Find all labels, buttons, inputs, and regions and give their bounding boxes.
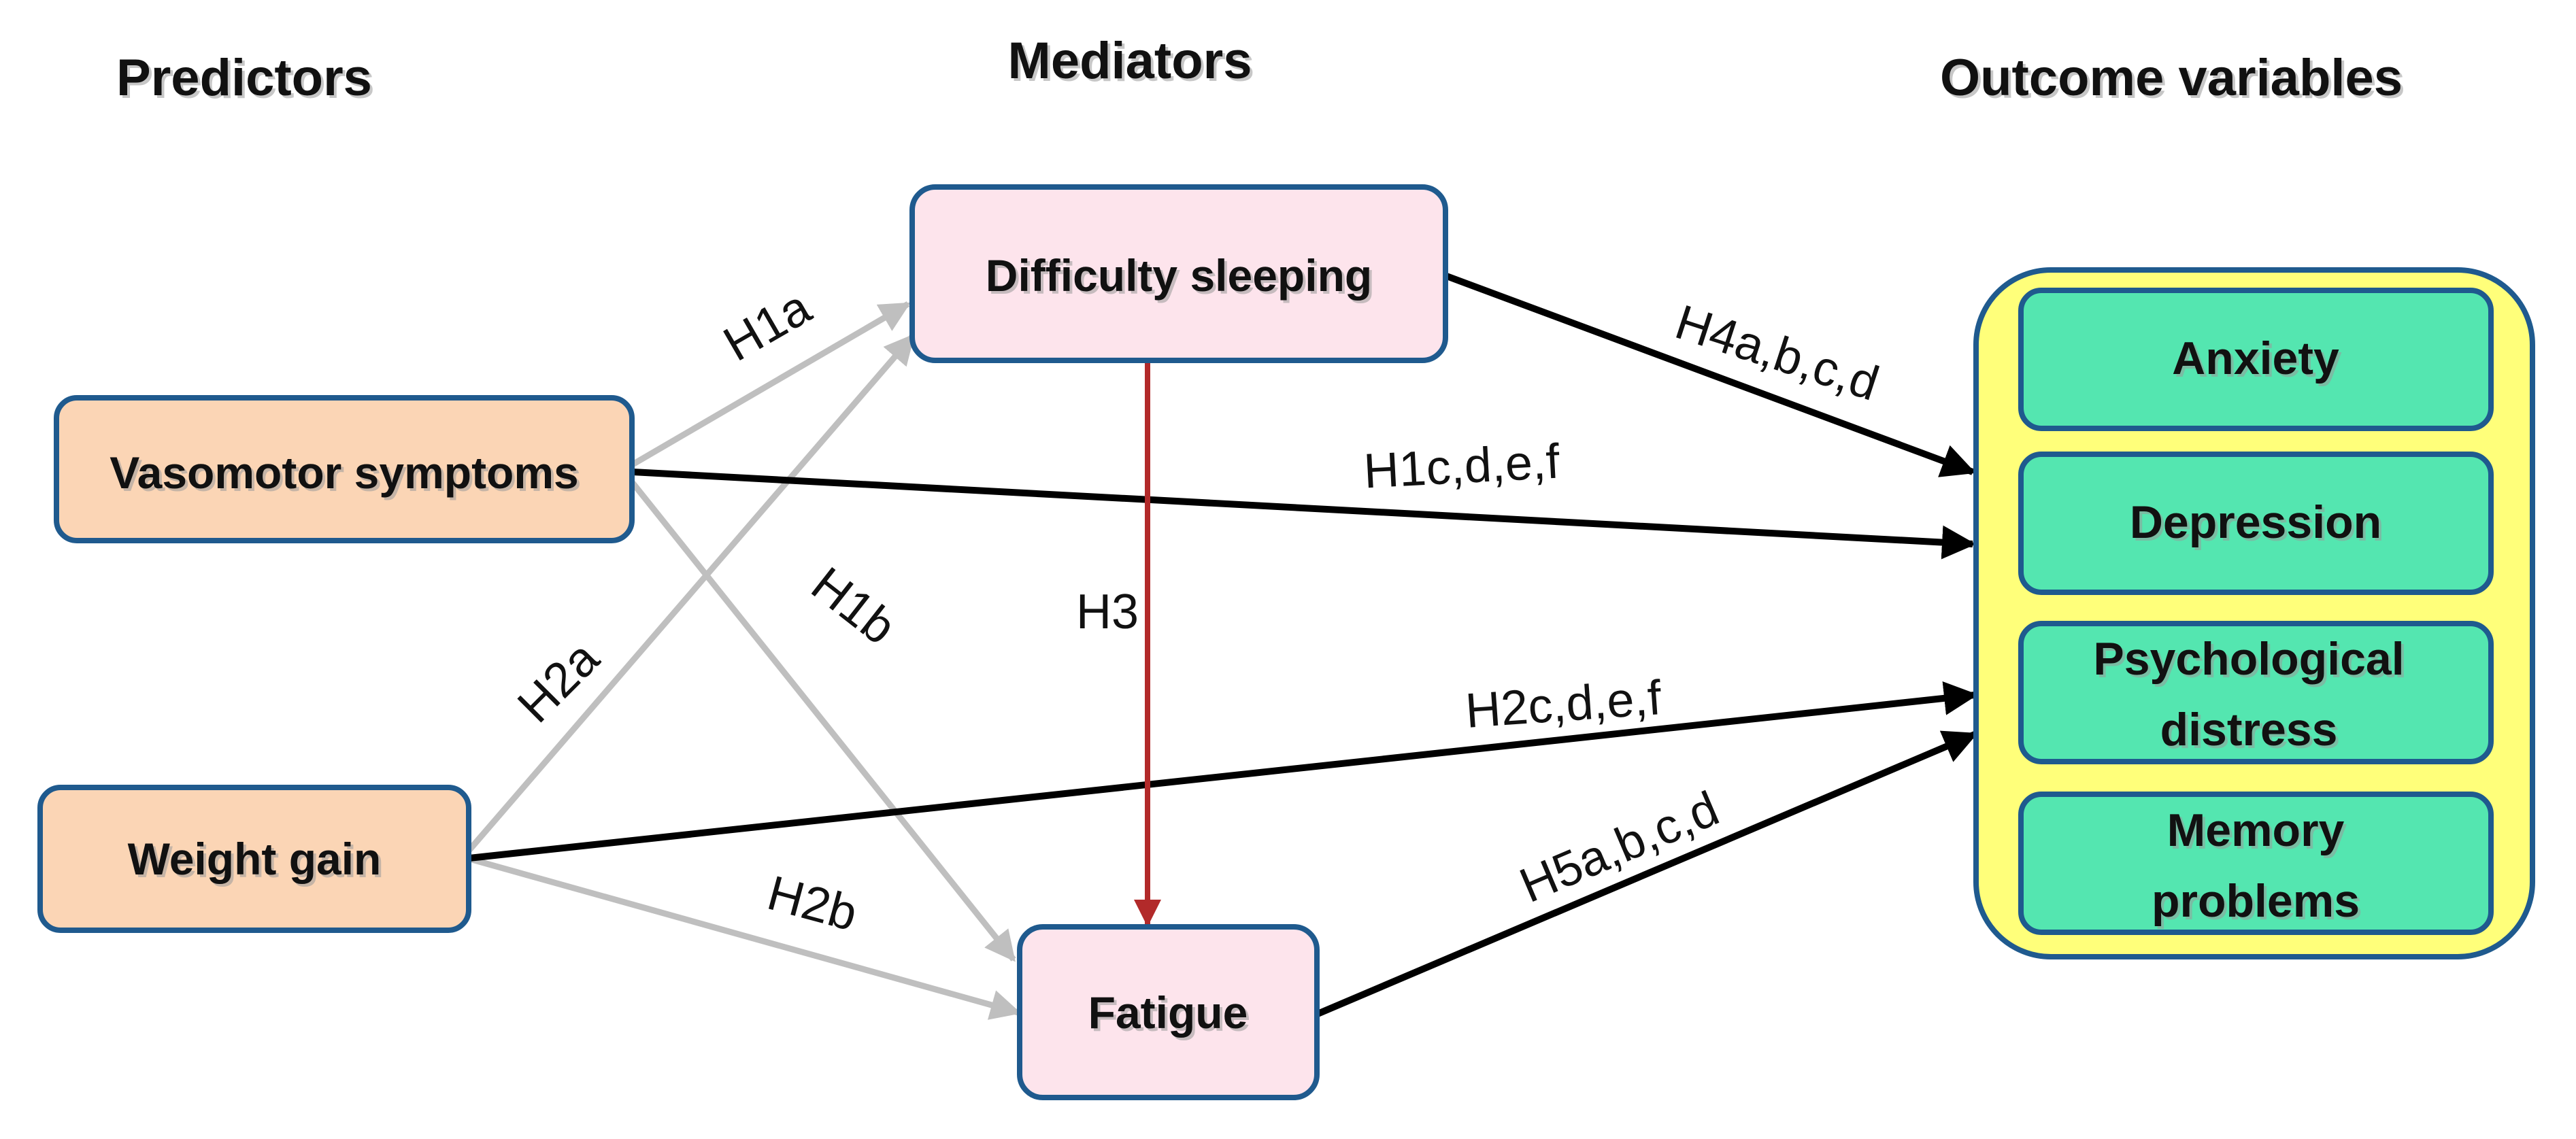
path-h1b [630, 481, 1016, 962]
difficulty-sleeping-label-shadow: Difficulty sleeping [988, 253, 1375, 303]
memory-problems-line2-shadow: problems [2154, 878, 2362, 930]
label-h5abcd: H5a,b,c,d [1512, 781, 1726, 913]
path-h1cdef [632, 469, 1976, 560]
path-h2b [468, 855, 1022, 1020]
weight-gain-box [37, 785, 471, 933]
vasomotor-symptoms-label: Vasomotor symptoms [110, 447, 579, 498]
memory-problems-line1-shadow: Memory [2170, 807, 2347, 859]
path-h4abcd [1443, 272, 1976, 477]
anxiety-label: Anxiety [2172, 333, 2339, 384]
difficulty-sleeping-label: Difficulty sleeping [986, 250, 1372, 301]
header-predictors-shadow: Predictors [119, 52, 375, 109]
fatigue-label-shadow: Fatigue [1091, 990, 1251, 1040]
header-mediators-shadow: Mediators [1011, 35, 1255, 92]
vasomotor-symptoms-label-shadow: Vasomotor symptoms [112, 450, 582, 500]
memory-problems-line2: problems [2152, 875, 2360, 927]
fatigue-box [1017, 924, 1320, 1100]
path-h1a [631, 301, 911, 467]
difficulty-sleeping-box [909, 184, 1448, 363]
memory-problems-box [2018, 792, 2494, 935]
header-mediators: Mediators [1008, 32, 1252, 90]
fatigue-label: Fatigue [1088, 987, 1248, 1038]
label-h1a: H1a [715, 279, 820, 372]
path-h2cdef [469, 681, 1978, 862]
label-h2cdef: H2c,d,e,f [1464, 670, 1664, 738]
label-h3: H3 [1076, 585, 1139, 639]
depression-label-shadow: Depression [2132, 499, 2384, 551]
weight-gain-label: Weight gain [128, 834, 382, 884]
label-h4abcd: H4a,b,c,d [1669, 295, 1886, 411]
memory-problems-line1: Memory [2167, 804, 2345, 856]
psychological-distress-line2-shadow: distress [2163, 707, 2341, 758]
weight-gain-label-shadow: Weight gain [131, 836, 384, 887]
psychological-distress-line1: Psychological [2093, 633, 2404, 685]
label-h1cdef: H1c,d,e,f [1362, 434, 1562, 498]
path-h5abcd [1316, 730, 1978, 1017]
label-h2a: H2a [507, 630, 610, 733]
anxiety-box [2018, 288, 2494, 431]
vasomotor-symptoms-box [54, 395, 635, 543]
header-predictors: Predictors [116, 49, 372, 107]
depression-box [2018, 452, 2494, 595]
psychological-distress-box [2018, 621, 2494, 764]
label-h2b: H2b [762, 866, 863, 941]
label-h1b: H1b [801, 557, 905, 655]
psychological-distress-line2: distress [2160, 704, 2338, 755]
header-outcomes-shadow: Outcome variables [1943, 52, 2405, 109]
depression-label: Depression [2130, 496, 2381, 548]
outcome-group [1973, 267, 2535, 959]
header-outcomes: Outcome variables [1940, 49, 2403, 107]
psychological-distress-line1-shadow: Psychological [2096, 636, 2407, 687]
path-h2a [467, 333, 916, 852]
anxiety-label-shadow: Anxiety [2175, 335, 2342, 387]
